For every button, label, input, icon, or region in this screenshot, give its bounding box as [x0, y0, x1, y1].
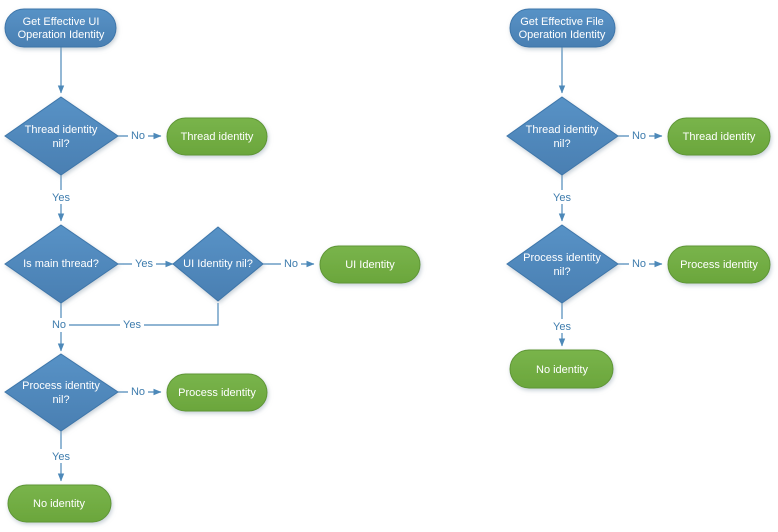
node-ui-process-nil[interactable]: Process identity nil? [4, 353, 119, 432]
file-no-identity-shape [509, 349, 614, 389]
label-bg-r1 [629, 128, 649, 142]
ui-no-identity-shape [7, 484, 112, 523]
label-bg-5 [49, 318, 69, 332]
file-process-result-shape [667, 245, 771, 284]
node-file-start[interactable]: Get Effective File Operation Identity [509, 8, 616, 48]
node-file-thread-nil[interactable]: Thread identity nil? [506, 96, 619, 176]
ui-thread-nil-shape [4, 96, 119, 176]
file-process-nil-shape [506, 224, 619, 304]
ui-is-main-thread-shape [4, 224, 119, 304]
file-start-shape [509, 8, 616, 48]
label-bg-3 [132, 257, 156, 271]
right-flow-connectors [558, 47, 663, 347]
ui-identity-result-shape [319, 245, 421, 284]
node-file-no-identity[interactable]: No identity [509, 349, 614, 389]
ui-identity-nil-shape [172, 226, 264, 302]
label-bg-2 [49, 190, 73, 204]
node-ui-identity-result[interactable]: UI Identity [319, 245, 421, 284]
node-file-thread-identity[interactable]: Thread identity [667, 117, 771, 156]
ui-thread-identity-shape [166, 117, 268, 156]
label-bg-8 [49, 449, 73, 463]
node-file-process-result[interactable]: Process identity [667, 245, 771, 284]
label-bg-7 [128, 385, 148, 399]
node-ui-start[interactable]: Get Effective UI Operation Identity [4, 8, 117, 48]
ui-process-result-shape [166, 373, 268, 412]
label-bg-4 [281, 257, 301, 271]
node-ui-process-result[interactable]: Process identity [166, 373, 268, 412]
node-ui-identity-nil[interactable]: UI Identity nil? [172, 226, 264, 302]
node-ui-no-identity[interactable]: No identity [7, 484, 112, 523]
label-bg-1 [128, 128, 148, 142]
label-bg-6 [120, 318, 144, 332]
file-thread-nil-shape [506, 96, 619, 176]
node-file-process-nil[interactable]: Process identity nil? [506, 224, 619, 304]
label-bg-r4 [550, 319, 574, 333]
file-thread-identity-shape [667, 117, 771, 156]
label-bg-r2 [550, 190, 574, 204]
node-ui-is-main-thread[interactable]: Is main thread? [4, 224, 119, 304]
node-ui-thread-nil[interactable]: Thread identity nil? [4, 96, 119, 176]
node-ui-thread-identity[interactable]: Thread identity [166, 117, 268, 156]
label-bg-r3 [629, 257, 649, 271]
ui-process-nil-shape [4, 353, 119, 432]
ui-start-shape [4, 8, 117, 48]
edge-ui-identity-nil-yes [61, 303, 219, 326]
